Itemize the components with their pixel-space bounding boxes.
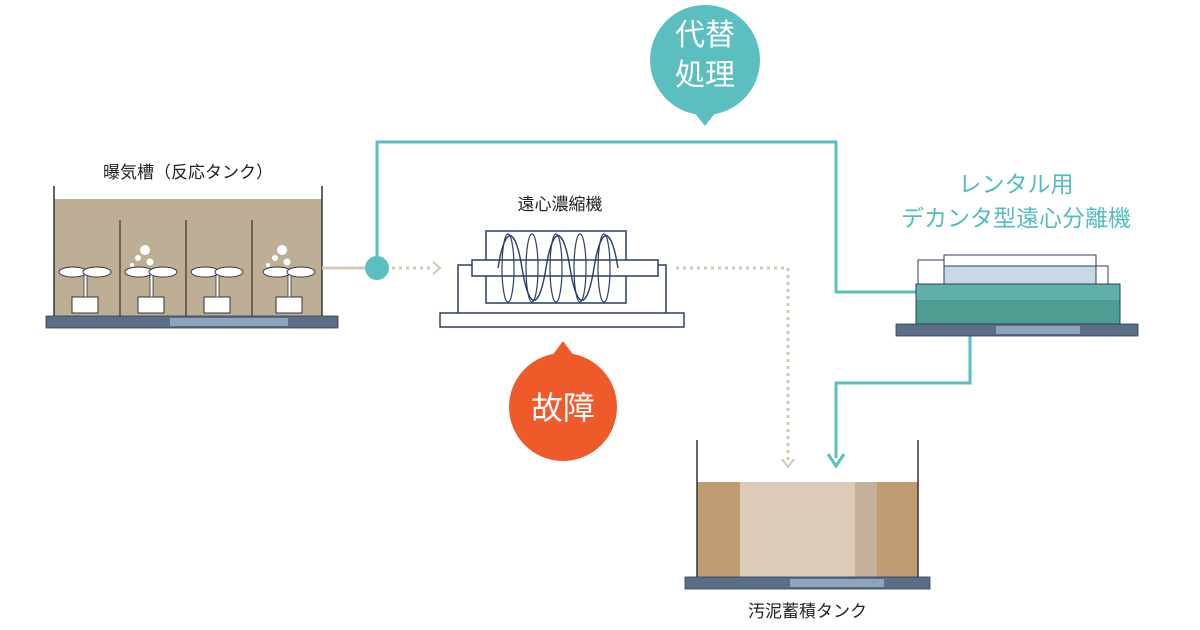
junction-node	[365, 256, 389, 280]
alternative-process-text: 代替 処理	[650, 16, 760, 96]
rental-decanter-label-line2: デカンタ型遠心分離機	[901, 206, 1131, 232]
concentrator-label: 遠心濃縮機	[517, 195, 603, 215]
dotted-arrowhead	[432, 261, 442, 275]
dotted-arrowhead	[781, 458, 795, 469]
alternative-process-badge	[650, 5, 760, 126]
aerator-4	[262, 245, 316, 314]
rental-decanter-centrifuge	[895, 254, 1139, 337]
aeration-tank	[45, 186, 339, 329]
decanter-to-storage-pipe	[834, 336, 972, 458]
aerator-1	[58, 266, 112, 314]
dotted-flow-to-storage	[676, 266, 790, 464]
failure-badge	[509, 341, 617, 461]
sludge-storage-tank	[684, 440, 931, 590]
alternative-process-text-line2: 処理	[675, 58, 735, 93]
air-bubble	[135, 255, 141, 261]
rental-decanter-label: レンタル用 デカンタ型遠心分離機	[866, 168, 1166, 236]
air-bubble	[146, 258, 154, 266]
alternative-route-pipe	[375, 140, 918, 294]
air-bubble	[266, 263, 270, 267]
rental-decanter-label-line1: レンタル用	[958, 172, 1074, 198]
air-bubble	[130, 263, 134, 267]
aerator-3	[190, 266, 244, 314]
air-bubble	[283, 258, 291, 266]
alternative-process-text-line1: 代替	[675, 18, 735, 53]
air-bubble	[140, 245, 150, 255]
aerator-2	[124, 245, 178, 314]
air-bubble	[277, 245, 287, 255]
teal-arrowhead	[826, 453, 846, 469]
failure-text: 故障	[530, 389, 595, 427]
air-bubble	[272, 255, 278, 261]
aeration-tank-label: 曝気槽（反応タンク）	[103, 163, 273, 183]
centrifugal-concentrator	[439, 230, 685, 328]
sludge-storage-tank-label: 汚泥蓄積タンク	[748, 602, 867, 622]
